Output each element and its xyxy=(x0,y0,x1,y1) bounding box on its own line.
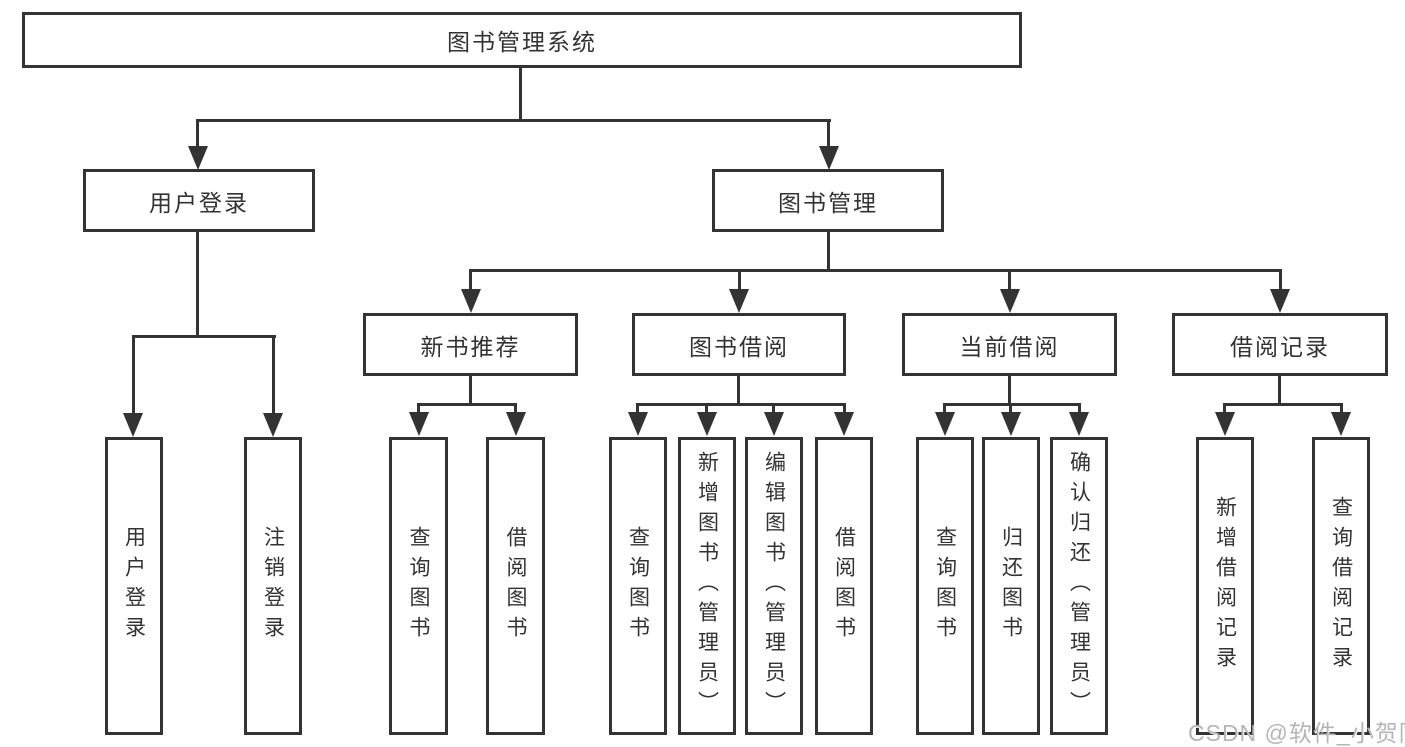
leaf-recommend-borrow-books: 借阅图书 xyxy=(486,437,545,735)
connector-root-drop-mgmt xyxy=(827,119,830,149)
connector-borrow-drop-2 xyxy=(705,403,708,415)
connector-login-horizontal xyxy=(132,335,276,338)
node-borrow-records: 借阅记录 xyxy=(1172,313,1388,376)
connector-borrow-horizontal xyxy=(636,403,846,406)
node-current-borrow: 当前借阅 xyxy=(902,313,1117,376)
connector-login-vertical xyxy=(196,232,199,338)
node-new-book-recommend: 新书推荐 xyxy=(363,313,578,376)
arrowhead-current-leaf-3 xyxy=(1069,412,1089,436)
leaf-logout: 注销登录 xyxy=(244,437,302,735)
leaf-borrow-edit-books-admin: 编辑图书（管理员） xyxy=(745,437,803,735)
connector-records-horizontal xyxy=(1223,403,1343,406)
connector-records-drop-1 xyxy=(1223,403,1226,415)
connector-current-drop-2 xyxy=(1009,403,1012,415)
node-root: 图书管理系统 xyxy=(22,12,1022,68)
connector-borrow-drop-4 xyxy=(843,403,846,415)
connector-records-drop-2 xyxy=(1340,403,1343,415)
connector-mgmt-vertical xyxy=(827,232,830,272)
arrowhead-records-leaf-2 xyxy=(1331,412,1351,436)
leaf-current-query-books: 查询图书 xyxy=(916,437,974,735)
connector-mgmt-drop-3 xyxy=(1008,269,1011,292)
connector-current-drop-1 xyxy=(943,403,946,415)
arrowhead-records xyxy=(1270,289,1290,313)
leaf-records-add-record: 新增借阅记录 xyxy=(1196,437,1254,735)
connector-borrow-drop-1 xyxy=(636,403,639,415)
csdn-watermark: CSDN @软件_小贺同学 xyxy=(1188,720,1405,746)
connector-mgmt-drop-4 xyxy=(1279,269,1282,292)
connector-root-vertical xyxy=(519,68,522,121)
connector-recommend-vertical xyxy=(469,376,472,405)
connector-mgmt-horizontal xyxy=(469,269,1282,272)
node-book-borrow: 图书借阅 xyxy=(632,313,846,376)
leaf-records-query-record: 查询借阅记录 xyxy=(1312,437,1370,735)
arrowhead-borrow-leaf-3 xyxy=(764,412,784,436)
arrowhead-book-mgmt xyxy=(819,146,839,170)
leaf-borrow-borrow-books: 借阅图书 xyxy=(815,437,873,735)
connector-records-vertical xyxy=(1278,376,1281,405)
connector-login-drop-2 xyxy=(272,335,275,416)
arrowhead-recommend-leaf-2 xyxy=(506,412,526,436)
connector-recommend-drop-2 xyxy=(514,403,517,415)
connector-current-drop-3 xyxy=(1078,403,1081,415)
leaf-user-login: 用户登录 xyxy=(105,437,163,735)
arrowhead-current xyxy=(1000,289,1020,313)
leaf-recommend-query-books: 查询图书 xyxy=(389,437,448,735)
connector-borrow-vertical xyxy=(737,376,740,405)
leaf-borrow-query-books: 查询图书 xyxy=(609,437,667,735)
arrowhead-borrow-leaf-1 xyxy=(628,412,648,436)
leaf-borrow-add-books-admin: 新增图书（管理员） xyxy=(678,437,736,735)
connector-mgmt-drop-2 xyxy=(738,269,741,292)
arrowhead-borrow-leaf-4 xyxy=(834,412,854,436)
connector-current-vertical xyxy=(1008,376,1011,405)
arrowhead-records-leaf-1 xyxy=(1215,412,1235,436)
arrowhead-recommend xyxy=(461,289,481,313)
arrowhead-login-leaf-1 xyxy=(123,413,143,437)
arrowhead-recommend-leaf-1 xyxy=(409,412,429,436)
arrowhead-current-leaf-1 xyxy=(935,412,955,436)
arrowhead-borrow-leaf-2 xyxy=(697,412,717,436)
connector-recommend-horizontal xyxy=(417,403,517,406)
node-book-mgmt: 图书管理 xyxy=(712,169,944,232)
arrowhead-login-leaf-2 xyxy=(263,413,283,437)
connector-root-horizontal xyxy=(196,119,831,122)
connector-root-drop-login xyxy=(196,119,199,149)
connector-borrow-drop-3 xyxy=(772,403,775,415)
connector-login-drop-1 xyxy=(132,335,135,416)
connector-recommend-drop-1 xyxy=(417,403,420,415)
arrowhead-current-leaf-2 xyxy=(1001,412,1021,436)
connector-mgmt-drop-1 xyxy=(469,269,472,292)
leaf-current-confirm-return-admin: 确认归还（管理员） xyxy=(1050,437,1108,735)
arrowhead-user-login xyxy=(188,146,208,170)
node-user-login: 用户登录 xyxy=(83,169,315,232)
arrowhead-borrow xyxy=(729,289,749,313)
leaf-current-return-books: 归还图书 xyxy=(982,437,1040,735)
connector-current-horizontal xyxy=(943,403,1081,406)
